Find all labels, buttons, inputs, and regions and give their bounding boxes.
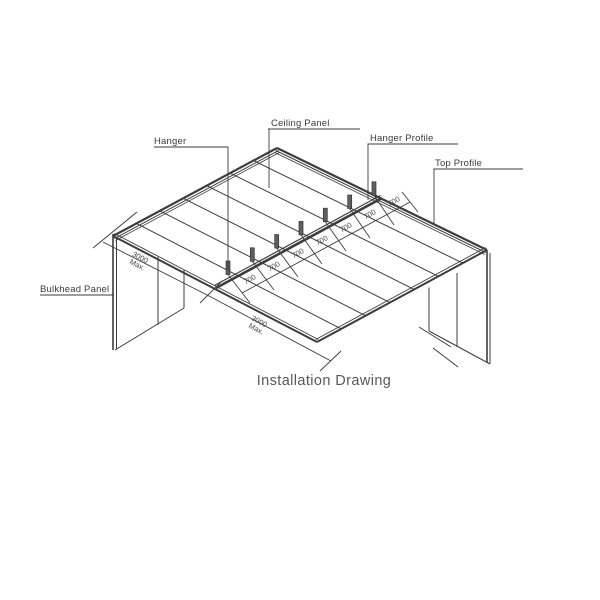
ceiling-panel-label: Ceiling Panel — [271, 118, 330, 129]
edge-line — [112, 235, 318, 343]
hanger-spacing-dimension — [227, 191, 419, 304]
hanger-peg — [274, 234, 280, 249]
top-profile-label: Top Profile — [435, 158, 482, 169]
dimension-line — [102, 241, 212, 298]
callout-leaders — [40, 128, 523, 296]
hanger-label: Hanger — [154, 136, 186, 147]
dimension-tick — [349, 208, 371, 239]
ceiling-panel-leader — [268, 128, 360, 188]
corner-break-line — [92, 211, 138, 249]
top-profile-edge-line — [114, 150, 279, 240]
front-right-edge — [315, 247, 488, 343]
bulkhead-bottom-break — [114, 307, 185, 351]
top-profile-edge-line — [275, 150, 487, 253]
dimension-tick — [227, 274, 251, 304]
side-panel-bottom-edge — [428, 330, 491, 365]
rail-line — [215, 196, 383, 290]
bulkhead-panel-label: Bulkhead Panel — [40, 284, 109, 295]
hanger-leader — [154, 146, 229, 271]
hanger-peg — [371, 181, 377, 196]
hanger-profile-leader — [367, 143, 458, 200]
edge-line — [316, 249, 488, 343]
side-panel — [418, 250, 491, 368]
dimension-tick — [401, 191, 419, 213]
bulkhead-panel — [92, 211, 185, 351]
dimension-tick — [373, 195, 395, 226]
top-profile-leader — [433, 168, 523, 224]
dimension-tick — [324, 221, 347, 252]
rail-line — [214, 194, 381, 286]
top-profile-edge-line — [115, 152, 280, 241]
hanger-peg — [322, 207, 328, 223]
dimension-tick — [251, 261, 275, 291]
hanger-profile-rail — [214, 194, 383, 290]
dimension-line — [241, 201, 411, 294]
hanger-peg — [298, 221, 304, 236]
top-profile-left-edge — [112, 147, 280, 241]
hanger-peg — [249, 247, 255, 262]
ceiling-panel-face — [113, 148, 487, 342]
dimension-tick — [300, 234, 323, 265]
hanger-peg — [347, 194, 353, 209]
drawing-title: Installation Drawing — [257, 373, 392, 389]
dimension-tick — [276, 247, 299, 278]
dimension-line — [210, 296, 332, 362]
side-panel-break-mark — [432, 347, 459, 368]
edge-line — [315, 247, 486, 340]
side-panel-break-mark — [418, 326, 452, 348]
top-profile-edge-line — [112, 147, 278, 237]
dimension-tick — [319, 350, 342, 372]
dimension-tick — [199, 280, 223, 304]
hanger-profile-label: Hanger Profile — [370, 133, 434, 144]
